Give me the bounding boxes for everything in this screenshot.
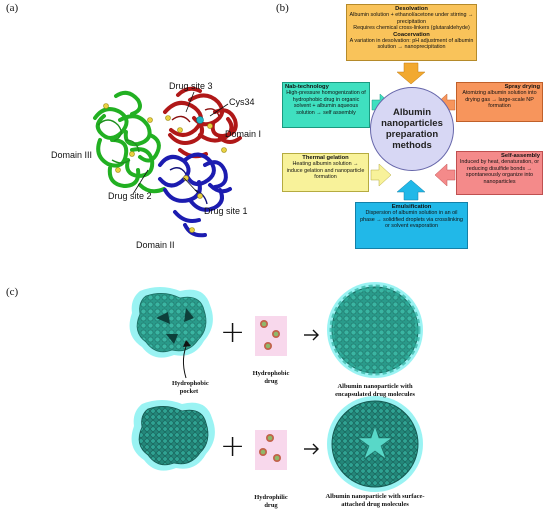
self-assembly-title: Self-assembly xyxy=(501,153,540,159)
hydrophilic-drug-icon xyxy=(255,430,287,470)
coacervation-title: Coacervation xyxy=(393,31,430,38)
label-domain-3: Domain III xyxy=(51,150,93,160)
emulsification-title: Emulsification xyxy=(391,204,432,210)
nab-technology-title: Nab-technology xyxy=(285,84,329,90)
nab-technology-box: Nab-technology High-pressure homogenizat… xyxy=(282,82,370,128)
self-assembly-box: Self-assembly Induced by heat, denaturat… xyxy=(456,151,543,195)
nab-technology-body: High-pressure homogenization of hydropho… xyxy=(286,90,366,116)
desolvation-line-1: Albumin solution + ethanol/acetone under… xyxy=(349,12,474,25)
label-hydrophilic-drug: Hydrophilic drug xyxy=(254,494,288,509)
center-methods-circle: Albumin nanoparticles preparation method… xyxy=(370,87,454,171)
label-hydrophobic-drug: Hydrophobic drug xyxy=(252,370,290,385)
thermal-gelation-title: Thermal gelation xyxy=(302,155,349,161)
spray-drying-title: Spray drying xyxy=(504,84,540,90)
label-domain-1: Domain I xyxy=(225,129,262,139)
plus-sign-row-2: + xyxy=(220,429,246,464)
desolvation-box: Desolvation Albumin solution + ethanol/a… xyxy=(346,4,477,61)
label-surface-attached-nanoparticle: Albumin nanoparticle with surface-attach… xyxy=(325,493,425,508)
spray-drying-box: Spray drying Atomizing albumin solution … xyxy=(456,82,543,122)
hydrophobic-drug-icon xyxy=(255,316,287,356)
albumin-row-1 xyxy=(129,287,213,358)
thermal-gelation-box: Thermal gelation Heating albumin solutio… xyxy=(282,153,369,192)
reaction-arrows xyxy=(304,329,319,455)
label-encapsulated-nanoparticle: Albumin nanoparticle with encapsulated d… xyxy=(335,383,415,398)
thermal-gelation-body: Heating albumin solution → induce gelati… xyxy=(286,161,365,181)
label-domain-2: Domain II xyxy=(136,240,175,250)
label-cys34: Cys34 xyxy=(229,97,255,107)
label-drug-site-3: Drug site 3 xyxy=(169,81,213,91)
drug-site-markers xyxy=(103,103,227,233)
plus-sign-row-1: + xyxy=(220,315,246,350)
panel-a-label: (a) xyxy=(6,2,19,14)
label-drug-site-2: Drug site 2 xyxy=(108,191,152,201)
nanoparticle-encapsulated xyxy=(327,282,423,378)
self-assembly-body: Induced by heat, denaturation, or reduci… xyxy=(459,159,540,185)
desolvation-line-2: Requires chemical cross-linkers (glutara… xyxy=(353,25,470,32)
emulsification-box: Emulsification Dispersion of albumin sol… xyxy=(355,202,468,249)
label-drug-site-1: Drug site 1 xyxy=(204,206,248,216)
label-pointer-lines xyxy=(132,91,229,195)
label-hydrophobic-pocket: Hydrophobic pocket xyxy=(172,380,209,395)
coacervation-line: A variation in desolvation: pH adjustmen… xyxy=(349,38,474,51)
desolvation-title: Desolvation xyxy=(395,6,428,12)
panel-c-label: (c) xyxy=(6,286,19,298)
center-label: Albumin nanoparticles preparation method… xyxy=(381,107,443,151)
spray-drying-body: Atomizing albumin solution into drying g… xyxy=(462,90,537,110)
nanoparticle-surface-attached xyxy=(327,396,423,492)
domain-2-ribbon xyxy=(158,152,232,238)
emulsification-body: Dispersion of albumin solution in an oil… xyxy=(360,210,463,230)
domain-3-ribbon xyxy=(93,90,166,194)
panel-b-label: (b) xyxy=(276,2,289,14)
albumin-row-2 xyxy=(131,400,215,471)
cys34-marker xyxy=(196,116,204,124)
